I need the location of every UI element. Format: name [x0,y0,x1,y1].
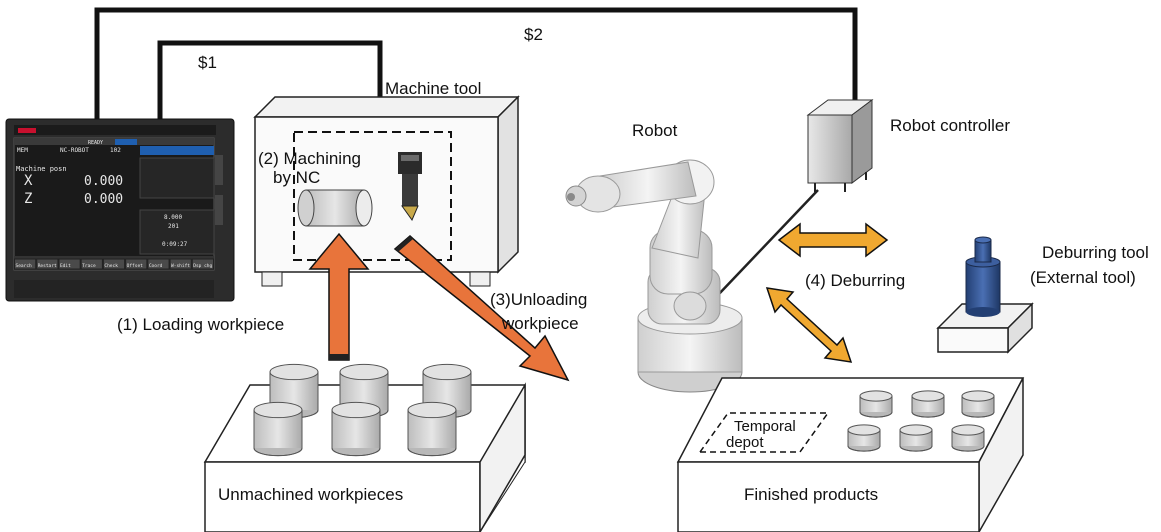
unmachined-workpiece [253,401,303,457]
cnc-softkey-label: Dsp chg [193,263,212,269]
cnc-softkey [102,258,126,270]
finished-table [676,377,1025,532]
cnc-spindle: 201 [168,223,179,230]
robot-arm [565,159,743,393]
cnc-softkey [80,258,103,270]
cnc-softkey-label: Trace [82,263,96,269]
cnc-softkey [36,258,59,270]
deburring-tool [936,236,1034,354]
cnc-softkey [14,258,37,270]
cnc-value-z: 0.000 [84,192,123,207]
finished-workpiece [961,390,995,418]
unmachined-workpieces [253,363,472,457]
unmachined-workpiece [331,401,381,457]
unmachined-table [203,363,526,532]
cnc-softkey-label: Restart [38,263,57,269]
wire-2 [94,7,858,148]
wire-1-label: $1 [198,53,217,72]
cnc-mode: MEM [17,147,28,154]
cutting-tool [398,152,422,222]
robot-label: Robot [632,121,678,140]
deburring-arrow-horizontal [777,222,889,258]
finished-workpiece [951,424,985,452]
cnc-status: READY [88,140,103,146]
cnc-axis-x: X [24,173,33,189]
unmachined-workpiece [407,401,457,457]
step3-label-line2: workpiece [501,314,579,333]
wire-2-label: $2 [524,25,543,44]
cnc-softkey [169,258,192,270]
finished-workpiece [899,424,933,452]
cnc-axis-z: Z [24,191,32,207]
finished-workpiece [911,390,945,418]
cnc-controller: READY MEM NC-ROBOT 102 Machine posn X 0.… [5,118,235,302]
cnc-program: NC-ROBOT [60,147,89,154]
robot-cable [717,189,819,296]
cnc-softkey-label: Check [104,263,118,269]
finished-workpiece [847,424,881,452]
cnc-feed: 8.000 [164,214,182,221]
machining-area [293,131,452,261]
deburring-arrow-diagonal [765,287,853,363]
step2-label-line1: (2) Machining [258,149,361,168]
finished-workpieces [847,390,995,452]
cnc-softkey-label: Offset [127,263,144,269]
unmachined-label: Unmachined workpieces [218,485,403,504]
deburring-tool-label-line1: Deburring tool [1042,243,1149,262]
wire-1 [157,40,383,148]
step2-label-line2: by NC [273,168,320,187]
cnc-softkey [191,258,214,270]
robot-controller [806,99,874,192]
robot-controller-label: Robot controller [890,116,1010,135]
cnc-softkey-label: Search [16,263,33,269]
depot-label-line2: depot [726,434,764,451]
step4-label: (4) Deburring [805,271,905,290]
depot-label-line1: Temporal [734,418,796,435]
cnc-softkey-label: Edit [60,263,71,269]
cnc-value-x: 0.000 [84,174,123,189]
step1-label: (1) Loading workpiece [117,315,284,334]
cnc-program-no: 102 [110,147,121,154]
step3-label-line1: (3)Unloading [490,290,587,309]
cnc-softkey [58,258,81,270]
cnc-time: 0:09:27 [162,241,188,248]
machine-tool [253,95,520,287]
temporal-depot-area [698,412,830,453]
cnc-softkey [147,258,170,270]
unloading-arrow [393,235,570,382]
finished-label: Finished products [744,485,878,504]
machine-tool-label: Machine tool [385,79,481,98]
cnc-softkey-label: W-shift [171,263,190,269]
loading-arrow [308,232,370,361]
cnc-title: Machine posn [16,165,67,173]
machine-workpiece [297,189,373,227]
deburring-tool-label-line2: (External tool) [1030,268,1136,287]
cnc-softkey [125,258,148,270]
cnc-softkey-label: Coord [149,263,163,269]
finished-workpiece [859,390,893,418]
